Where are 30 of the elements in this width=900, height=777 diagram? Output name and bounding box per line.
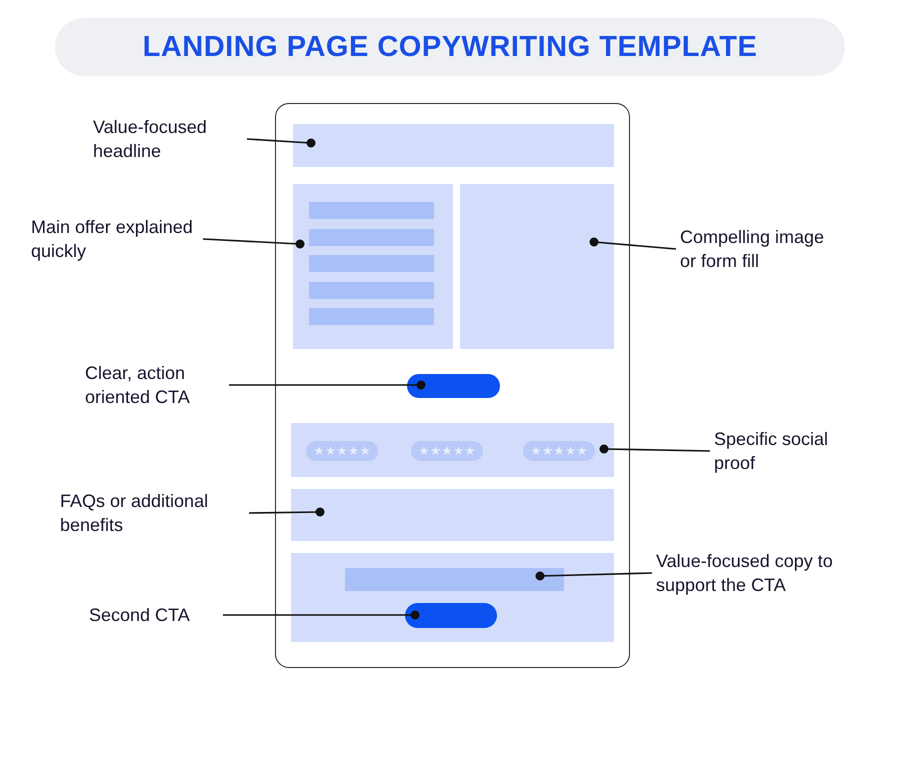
leader-line bbox=[590, 238, 676, 250]
callout-label: Specific social proof bbox=[714, 427, 854, 475]
leader-line bbox=[536, 572, 652, 580]
leader-line bbox=[246, 138, 316, 148]
title-banner: LANDING PAGE COPYWRITING TEMPLATE bbox=[55, 18, 845, 76]
content-block bbox=[291, 489, 614, 541]
callout-label: Main offer explained quickly bbox=[31, 215, 199, 263]
callout-label: Value-focused copy to support the CTA bbox=[656, 549, 886, 597]
callout-label: Value-focused headline bbox=[93, 115, 243, 163]
leader-line bbox=[248, 508, 324, 516]
callout-label: Compelling image or form fill bbox=[680, 225, 830, 273]
callout-label: Second CTA bbox=[89, 603, 219, 627]
leader-line bbox=[223, 610, 420, 620]
rating-pill bbox=[306, 441, 378, 461]
callout-label: FAQs or additional benefits bbox=[60, 489, 245, 537]
rating-pill bbox=[523, 441, 595, 461]
leader-line bbox=[600, 444, 710, 454]
page-wireframe bbox=[275, 103, 630, 668]
content-block bbox=[293, 184, 453, 349]
text-placeholder-bar bbox=[345, 568, 564, 591]
content-block bbox=[293, 124, 614, 167]
callout-label: Clear, action oriented CTA bbox=[85, 361, 225, 409]
rating-pill bbox=[411, 441, 483, 461]
content-block bbox=[291, 423, 614, 477]
content-block bbox=[291, 553, 614, 642]
cta-button bbox=[407, 374, 500, 398]
leader-line bbox=[229, 380, 426, 390]
content-block bbox=[460, 184, 614, 349]
cta-button bbox=[405, 603, 497, 628]
leader-line bbox=[202, 238, 304, 248]
